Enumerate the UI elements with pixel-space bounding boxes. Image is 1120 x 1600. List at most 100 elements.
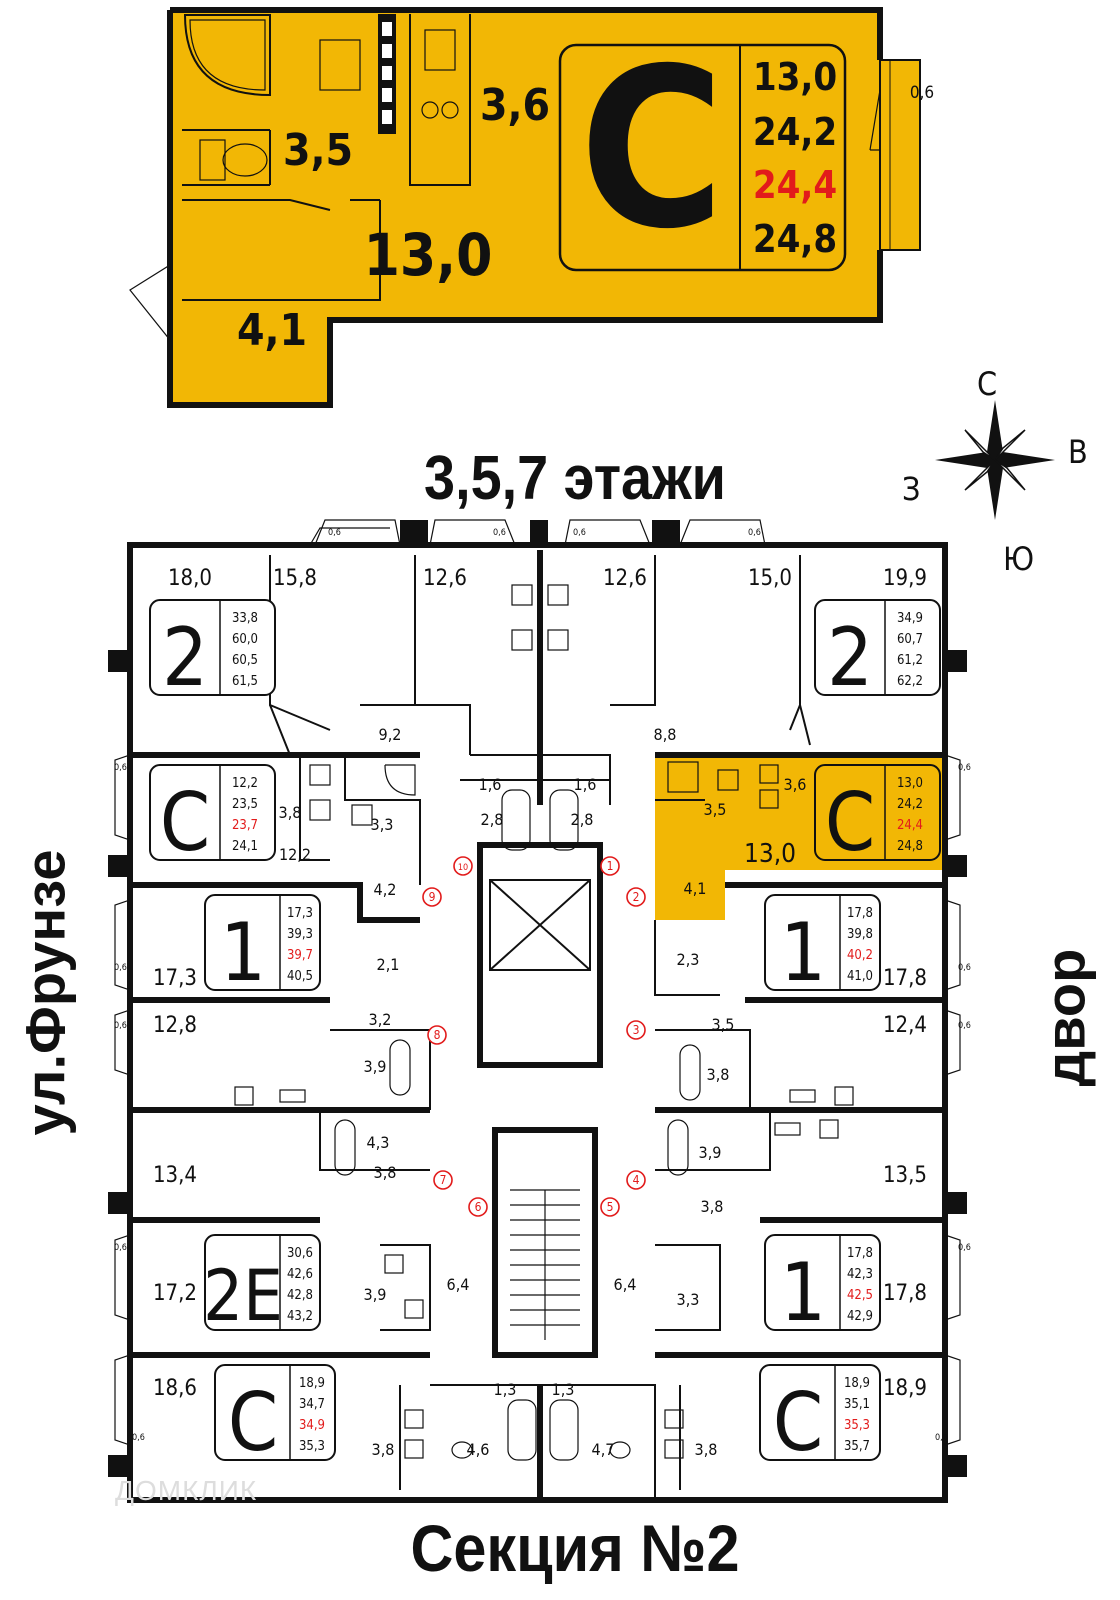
apt-area: 40,2 bbox=[847, 948, 873, 963]
door-number: 1 bbox=[607, 859, 614, 873]
room-area-label: 13,0 bbox=[744, 839, 796, 869]
top-area-balcony: 24,4 bbox=[753, 163, 837, 207]
apt-area: 42,9 bbox=[847, 1309, 873, 1324]
room-area-label: 3,9 bbox=[699, 1143, 722, 1162]
apt-box: 1 17,3 39,3 39,7 40,5 bbox=[204, 894, 321, 999]
room-area-label: 19,9 bbox=[883, 566, 927, 591]
apt-type: 1 bbox=[780, 1246, 826, 1339]
room-area-label: 4,7 bbox=[592, 1440, 615, 1459]
top-info-box bbox=[558, 43, 847, 272]
room-area-label: 12,4 bbox=[883, 1013, 927, 1038]
apt-box: 1 17,8 42,3 42,5 42,9 bbox=[764, 1234, 881, 1339]
balcony-label: 0,6 bbox=[328, 528, 341, 538]
apt-type: С bbox=[160, 776, 210, 869]
room-area-label: 1,6 bbox=[479, 775, 502, 794]
balcony-label: 0,6 bbox=[114, 1021, 127, 1031]
apt-area: 35,3 bbox=[844, 1418, 870, 1433]
apt-type: 2 bbox=[827, 611, 873, 704]
room-area-label: 1,3 bbox=[494, 1380, 517, 1399]
room-area-label: 17,8 bbox=[883, 966, 927, 991]
apt-area: 24,8 bbox=[897, 839, 923, 854]
balcony-label: 0,6 bbox=[958, 963, 971, 973]
door-number-marker bbox=[422, 887, 442, 907]
room-area-label: 18,6 bbox=[153, 1376, 197, 1401]
apt-area: 42,3 bbox=[847, 1267, 873, 1282]
top-room-living: 13,0 bbox=[364, 221, 493, 289]
room-area-label: 15,8 bbox=[273, 566, 317, 591]
room-area-label: 3,3 bbox=[371, 815, 394, 834]
room-area-label: 18,9 bbox=[883, 1376, 927, 1401]
apt-area: 23,5 bbox=[232, 797, 258, 812]
room-area-label: 3,8 bbox=[372, 1440, 395, 1459]
room-area-label: 6,4 bbox=[614, 1275, 637, 1294]
apt-area: 34,7 bbox=[299, 1397, 325, 1412]
top-room-kitchen: 3,6 bbox=[480, 80, 550, 131]
door-number: 7 bbox=[440, 1173, 447, 1187]
section-title: Секция №2 bbox=[410, 1511, 740, 1585]
apt-area: 61,5 bbox=[232, 674, 258, 689]
door-number-marker bbox=[626, 1020, 646, 1040]
apt-area: 13,0 bbox=[897, 776, 923, 791]
apt-area: 18,9 bbox=[844, 1376, 870, 1391]
apt-box: С 18,9 34,7 34,9 35,3 bbox=[214, 1364, 336, 1469]
apt-type: С bbox=[228, 1376, 278, 1469]
apt-area: 17,3 bbox=[287, 906, 313, 921]
room-area-label: 3,3 bbox=[677, 1290, 700, 1309]
apt-area: 39,3 bbox=[287, 927, 313, 942]
door-number-marker bbox=[468, 1197, 488, 1217]
room-area-label: 3,8 bbox=[374, 1163, 397, 1182]
apt-type: С bbox=[773, 1376, 823, 1469]
watermark: ДОМКЛИК bbox=[115, 1475, 258, 1506]
balcony-label: 0,6 bbox=[958, 1021, 971, 1031]
apt-area: 33,8 bbox=[232, 611, 258, 626]
balcony-label: 0,6 bbox=[493, 528, 506, 538]
apt-area: 39,7 bbox=[287, 948, 313, 963]
door-number-marker bbox=[626, 1170, 646, 1190]
apt-area: 42,8 bbox=[287, 1288, 313, 1303]
apt-area: 35,3 bbox=[299, 1439, 325, 1454]
compass-north: С bbox=[977, 365, 997, 403]
room-area-label: 3,6 bbox=[784, 775, 807, 794]
apt-type: 2 bbox=[162, 611, 208, 704]
top-unit-fill bbox=[170, 10, 905, 405]
door-number: 3 bbox=[633, 1023, 640, 1037]
apt-area: 62,2 bbox=[897, 674, 923, 689]
room-area-label: 1,3 bbox=[552, 1380, 575, 1399]
apt-type: 1 bbox=[220, 906, 266, 999]
room-area-label: 6,4 bbox=[447, 1275, 470, 1294]
top-area-total: 24,2 bbox=[753, 110, 837, 154]
door-number: 6 bbox=[475, 1200, 482, 1214]
room-area-label: 12,2 bbox=[279, 845, 311, 864]
apt-area: 24,4 bbox=[897, 818, 923, 833]
apt-type: С bbox=[825, 776, 875, 869]
room-area-label: 15,0 bbox=[748, 566, 792, 591]
balcony-label: 0,6 bbox=[573, 528, 586, 538]
door-number: 5 bbox=[607, 1200, 614, 1214]
room-area-label: 4,3 bbox=[367, 1133, 390, 1152]
apt-area: 39,8 bbox=[847, 927, 873, 942]
room-area-label: 9,2 bbox=[379, 725, 402, 744]
room-area-label: 2,8 bbox=[571, 810, 594, 829]
apt-area: 12,2 bbox=[232, 776, 258, 791]
door-number-marker bbox=[600, 856, 620, 876]
door-number-marker bbox=[600, 1197, 620, 1217]
balcony-label: 0,6 bbox=[114, 1243, 127, 1253]
apt-area: 41,0 bbox=[847, 969, 873, 984]
apt-area: 34,9 bbox=[299, 1418, 325, 1433]
apt-area: 24,1 bbox=[232, 839, 258, 854]
apt-area: 61,2 bbox=[897, 653, 923, 668]
apt-area: 24,2 bbox=[897, 797, 923, 812]
door-number-marker bbox=[427, 1025, 447, 1045]
top-area-full: 24,8 bbox=[753, 217, 837, 261]
apt-area: 30,6 bbox=[287, 1246, 313, 1261]
apt-box: 2 33,8 60,0 60,5 61,5 bbox=[149, 599, 276, 704]
room-area-label: 3,8 bbox=[695, 1440, 718, 1459]
room-area-label: 4,6 bbox=[467, 1440, 490, 1459]
room-area-label: 18,0 bbox=[168, 566, 212, 591]
apt-area: 17,8 bbox=[847, 1246, 873, 1261]
room-area-label: 2,3 bbox=[677, 950, 700, 969]
door-number: 2 bbox=[633, 890, 640, 904]
apt-area: 42,6 bbox=[287, 1267, 313, 1282]
room-area-label: 3,5 bbox=[712, 1015, 735, 1034]
